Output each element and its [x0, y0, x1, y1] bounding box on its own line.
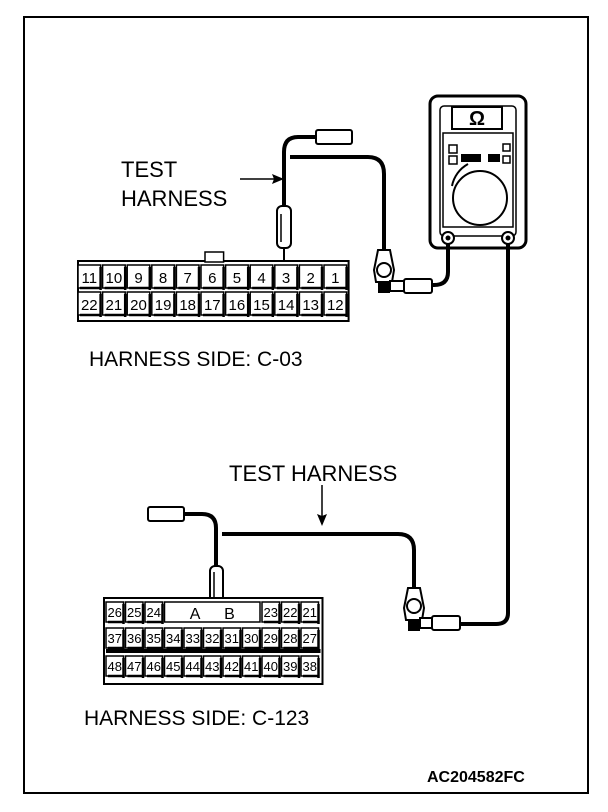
c123-pin-33: 33 [186, 631, 200, 646]
rotary-dial [452, 170, 508, 226]
label-harness-side-c123: HARNESS SIDE: C-123 [84, 707, 309, 730]
c123-pin-42: 42 [225, 659, 239, 674]
c123-pin-46: 46 [147, 659, 161, 674]
c03-pin-16: 16 [229, 297, 246, 314]
c123-pin-30: 30 [244, 631, 258, 646]
label-test-harness-lower: TEST HARNESS [229, 461, 397, 486]
c123-pin-37: 37 [108, 631, 122, 646]
c03-pin-12: 12 [327, 297, 344, 314]
label-harness-side-c03: HARNESS SIDE: C-03 [89, 348, 303, 371]
c03-pin-22: 22 [81, 297, 98, 314]
c123-pin-26: 26 [108, 605, 122, 620]
ohm-symbol: Ω [469, 108, 485, 130]
c123-pin-48: 48 [108, 659, 122, 674]
label-test-harness-upper-line2: HARNESS [121, 186, 227, 211]
ohm-display [451, 106, 503, 130]
c123-pin-41: 41 [244, 659, 258, 674]
c03-pin-15: 15 [253, 297, 270, 314]
c123-pin-24: 24 [147, 605, 161, 620]
test-harness-lower [147, 506, 461, 648]
c03-pin-2: 2 [307, 270, 315, 287]
c03-pin-9: 9 [134, 270, 142, 287]
c03-pin-21: 21 [106, 297, 123, 314]
c03-pin-5: 5 [233, 270, 241, 287]
c03-pin-14: 14 [278, 297, 295, 314]
c123-pin-44: 44 [186, 659, 200, 674]
c123-pin-39: 39 [283, 659, 297, 674]
c123-pin-22: 22 [283, 605, 297, 620]
figure-code: AC204582FC [427, 769, 525, 786]
c123-pin-32: 32 [205, 631, 219, 646]
c123-group-a: A [190, 606, 201, 623]
c123-pin-47: 47 [127, 659, 141, 674]
c123-pin-25: 25 [127, 605, 141, 620]
meter-lead-left [430, 244, 450, 287]
c03-pin-11: 11 [82, 270, 98, 287]
c123-group-b: B [224, 606, 235, 623]
meter-lead-right [458, 244, 510, 626]
c123-pin-31: 31 [225, 631, 239, 646]
c123-pin-35: 35 [147, 631, 161, 646]
c123-pin-29: 29 [264, 631, 278, 646]
c03-pin-7: 7 [184, 270, 192, 287]
c123-pin-40: 40 [264, 659, 278, 674]
c123-pin-27: 27 [303, 631, 317, 646]
c123-pin-21: 21 [303, 605, 317, 620]
c03-pin-18: 18 [179, 297, 196, 314]
c03-pin-3: 3 [282, 270, 290, 287]
c123-pin-43: 43 [205, 659, 219, 674]
c03-pin-20: 20 [130, 297, 147, 314]
c03-pin-10: 10 [106, 270, 123, 287]
c03-pin-6: 6 [208, 270, 216, 287]
test-harness-upper [276, 129, 433, 294]
c03-pin-19: 19 [155, 297, 172, 314]
c03-pin-17: 17 [204, 297, 221, 314]
connector-c123: 26 25 24 23 22 21 A B 37 36 35 34 33 32 31 30 29 28 27 48 47… [103, 597, 324, 685]
c123-pin-34: 34 [166, 631, 180, 646]
c123-pin-38: 38 [303, 659, 317, 674]
c123-pin-36: 36 [127, 631, 141, 646]
c03-pin-1: 1 [331, 270, 339, 287]
c123-pin-28: 28 [283, 631, 297, 646]
c03-pin-4: 4 [257, 270, 265, 287]
c123-pin-45: 45 [166, 659, 180, 674]
label-test-harness-upper-line1: TEST [121, 157, 177, 182]
c03-pin-13: 13 [302, 297, 319, 314]
ohmmeter: Ω [428, 94, 528, 250]
c03-pin-8: 8 [159, 270, 167, 287]
c123-pin-23: 23 [264, 605, 278, 620]
